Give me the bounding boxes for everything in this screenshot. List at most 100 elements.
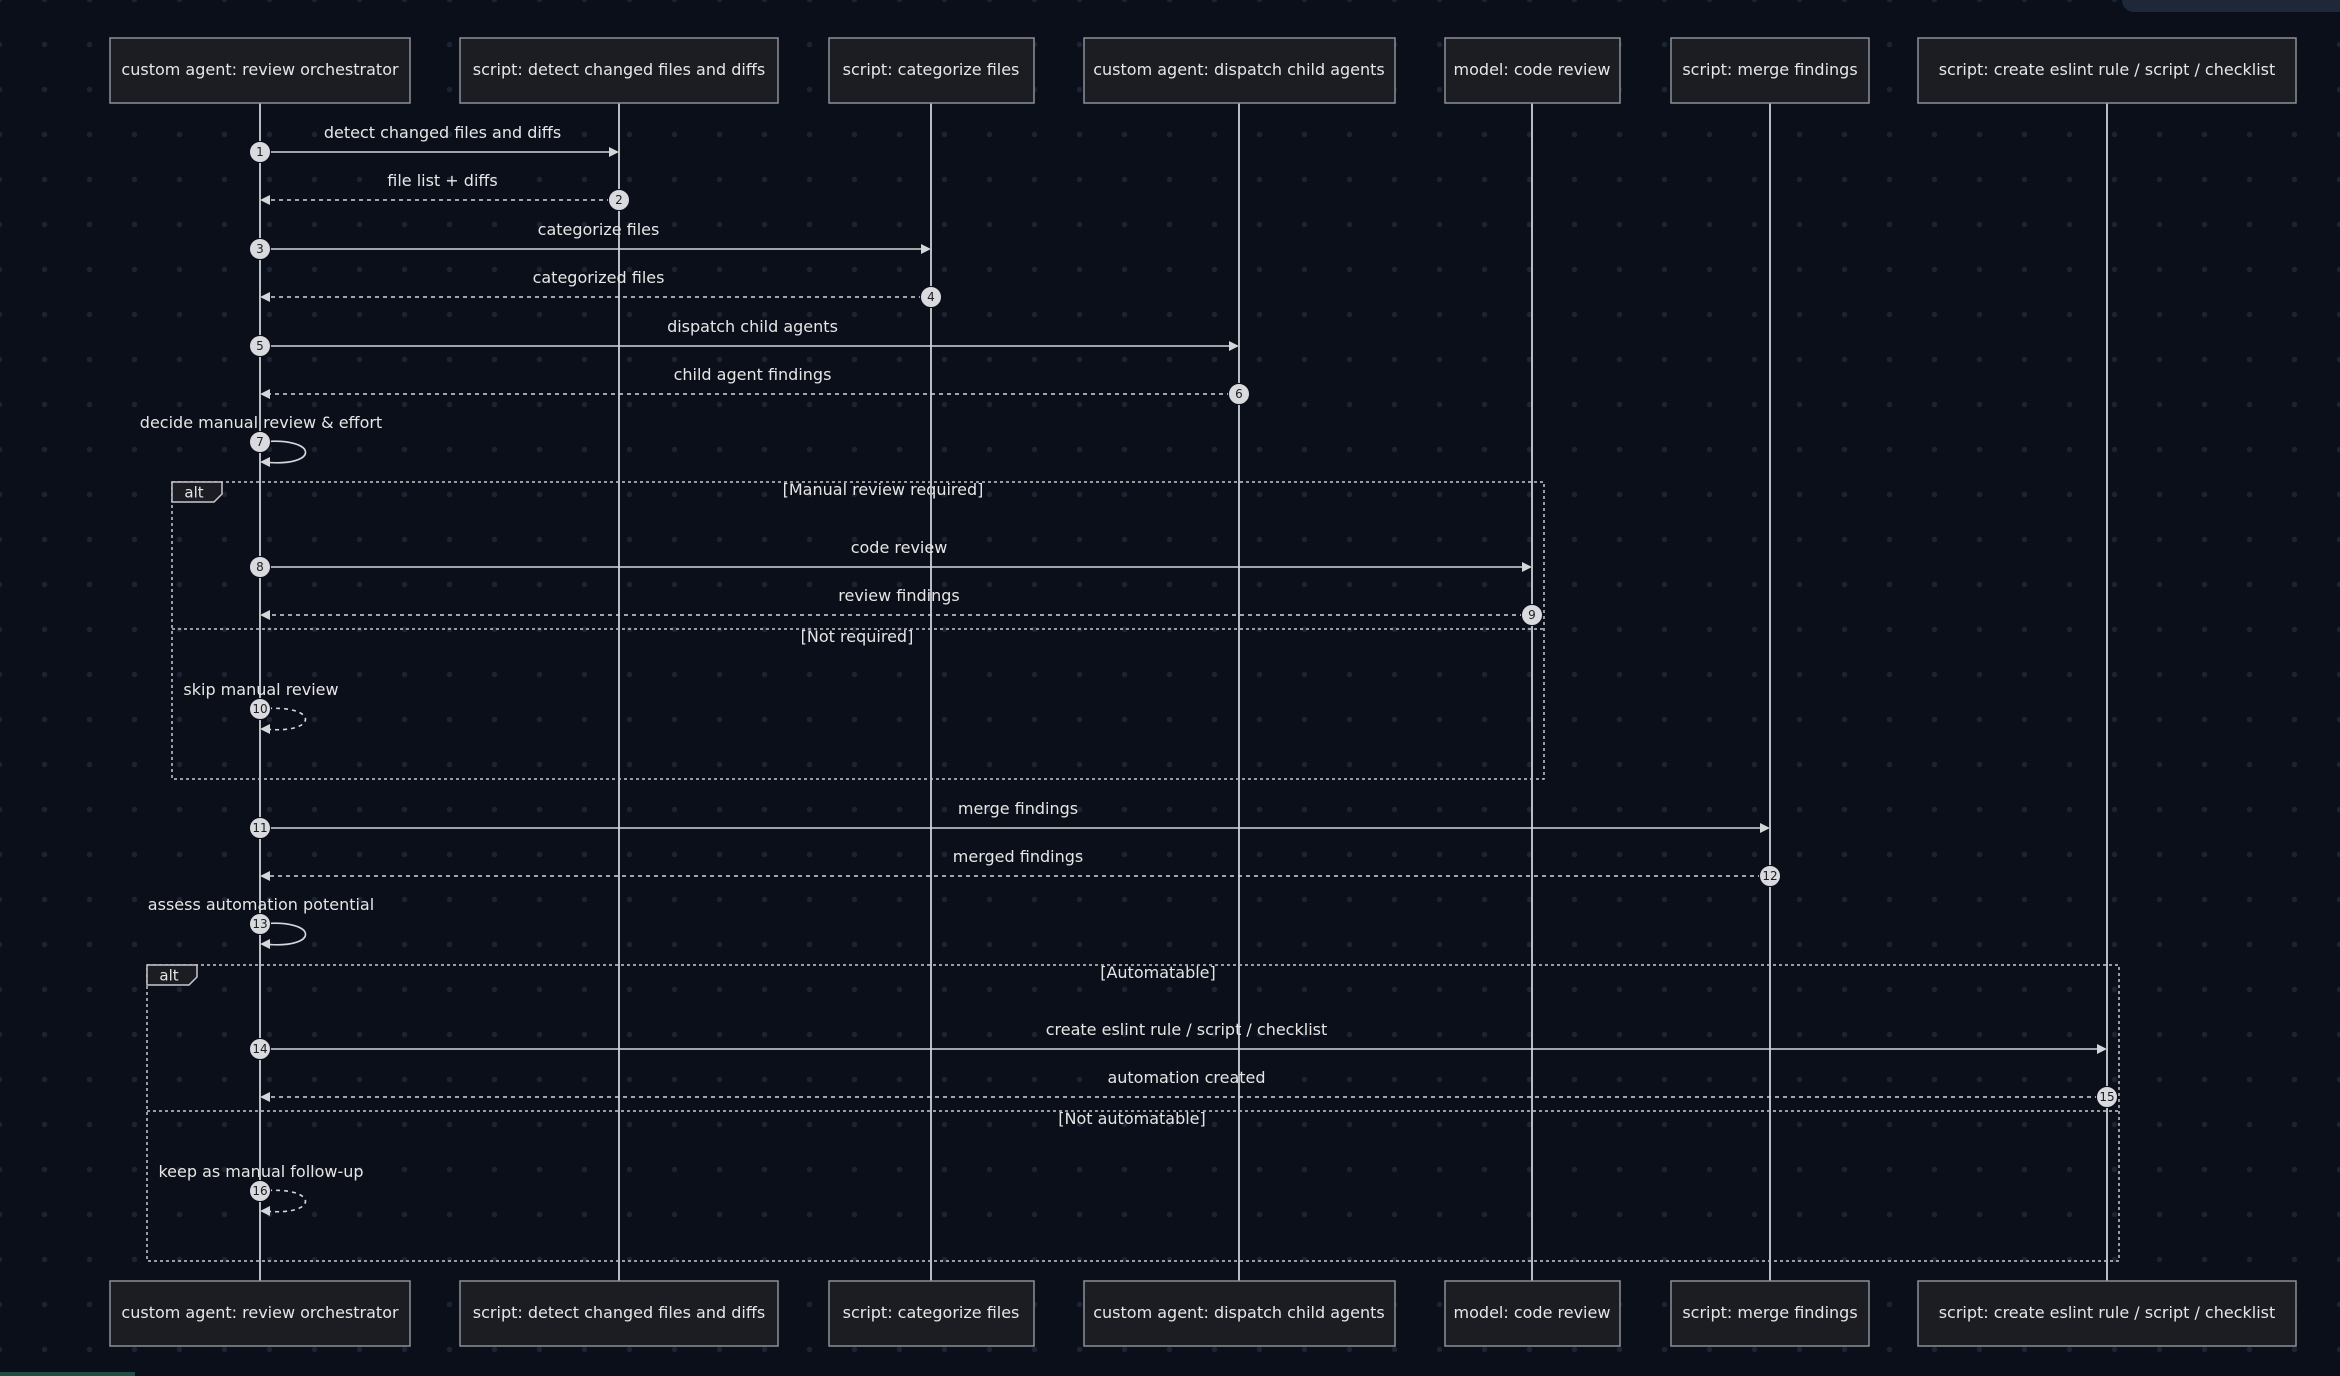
sequence-number-badge <box>249 913 271 935</box>
message-label: skip manual review <box>183 680 338 699</box>
sequence-number-badge <box>249 141 271 163</box>
self-message-line <box>259 1189 307 1213</box>
actor-box <box>1444 1280 1621 1347</box>
message-label: dispatch child agents <box>667 317 838 336</box>
actor-label: script: create eslint rule / script / ch… <box>1939 1303 2276 1322</box>
arrowhead <box>260 457 270 467</box>
actor-box <box>1917 1280 2297 1347</box>
sequence-number-badge <box>249 817 271 839</box>
message: child agent findings 6 <box>260 365 1250 405</box>
frame-condition: [Manual review required] <box>783 480 984 499</box>
arrowhead <box>260 292 270 302</box>
message: skip manual review 10 <box>183 680 339 734</box>
sequence-number: 1 <box>256 145 264 159</box>
actor-bottom: script: merge findings <box>1670 1280 1870 1347</box>
sequence-number: 16 <box>252 1184 267 1198</box>
actor-top: script: detect changed files and diffs <box>459 37 779 104</box>
arrowhead <box>260 871 270 881</box>
frame-tag-label: alt <box>159 967 178 985</box>
window-corner-tab <box>2122 0 2340 12</box>
actor-label: script: merge findings <box>1682 60 1857 79</box>
sequence-number: 9 <box>1528 608 1536 622</box>
message: merge findings 11 <box>249 799 1770 839</box>
actor-box <box>828 37 1035 104</box>
message-label: detect changed files and diffs <box>324 123 561 142</box>
message-label: categorized files <box>533 268 665 287</box>
actor-box <box>1917 37 2297 104</box>
sequence-number: 7 <box>256 435 264 449</box>
frame-tag-label: alt <box>184 484 203 502</box>
actor-box <box>459 37 779 104</box>
message-label: child agent findings <box>674 365 832 384</box>
window-corner-indicator <box>0 1372 135 1376</box>
sequence-number: 3 <box>256 242 264 256</box>
message-label: automation created <box>1107 1068 1265 1087</box>
message-label: code review <box>851 538 948 557</box>
sequence-number: 13 <box>252 917 267 931</box>
sequence-number-badge <box>1521 604 1543 626</box>
messages-layer: detect changed files and diffs 1 file list… <box>140 123 2118 1216</box>
sequence-number: 4 <box>927 290 935 304</box>
actor-top: script: categorize files <box>828 37 1035 104</box>
actor-box <box>1083 37 1396 104</box>
arrowhead <box>1760 823 1770 833</box>
frame-tag <box>146 964 198 986</box>
arrowhead <box>260 195 270 205</box>
arrowhead <box>260 1092 270 1102</box>
message: categorized files 4 <box>260 268 942 308</box>
actor-label: script: merge findings <box>1682 1303 1857 1322</box>
actor-box <box>109 1280 411 1347</box>
actor-label: custom agent: dispatch child agents <box>1093 1303 1385 1322</box>
sequence-number-badge <box>1759 865 1781 887</box>
actor-top: model: code review <box>1444 37 1621 104</box>
message-label: keep as manual follow-up <box>158 1162 363 1181</box>
sequence-number-badge <box>249 335 271 357</box>
sequence-number: 8 <box>256 560 264 574</box>
frame-condition: [Automatable] <box>1100 963 1216 982</box>
message-label: create eslint rule / script / checklist <box>1046 1020 1328 1039</box>
actor-label: model: code review <box>1454 60 1611 79</box>
sequence-number: 6 <box>1235 387 1243 401</box>
frame-condition: [Not required] <box>801 627 914 646</box>
actor-bottom: custom agent: dispatch child agents <box>1083 1280 1396 1347</box>
actor-label: custom agent: review orchestrator <box>121 60 399 79</box>
alt-frame: alt [Automatable] [Not automatable] <box>146 963 2120 1262</box>
actor-box <box>828 1280 1035 1347</box>
actor-label: custom agent: review orchestrator <box>121 1303 399 1322</box>
actors-layer: custom agent: review orchestrator custom … <box>109 37 2297 1347</box>
actor-box <box>1083 1280 1396 1347</box>
message-label: merge findings <box>958 799 1078 818</box>
arrowhead <box>2097 1044 2107 1054</box>
sequence-number: 12 <box>1762 869 1777 883</box>
self-message-line <box>259 922 307 946</box>
actor-box <box>1444 37 1621 104</box>
arrowhead <box>1522 562 1532 572</box>
actor-top: script: merge findings <box>1670 37 1870 104</box>
actor-label: script: categorize files <box>843 1303 1020 1322</box>
actor-bottom: script: create eslint rule / script / ch… <box>1917 1280 2297 1347</box>
actor-label: custom agent: dispatch child agents <box>1093 60 1385 79</box>
sequence-number-badge <box>920 286 942 308</box>
frame-border <box>171 481 1545 780</box>
actor-bottom: script: categorize files <box>828 1280 1035 1347</box>
arrowhead <box>260 724 270 734</box>
message-label: file list + diffs <box>387 171 498 190</box>
frame-condition: [Not automatable] <box>1058 1109 1206 1128</box>
message: create eslint rule / script / checklist 1… <box>249 1020 2107 1060</box>
sequence-number-badge <box>608 189 630 211</box>
self-message-line <box>259 707 307 731</box>
sequence-number: 10 <box>252 702 267 716</box>
message-label: merged findings <box>953 847 1083 866</box>
frame-tag <box>171 481 223 503</box>
sequence-number: 11 <box>252 821 267 835</box>
sequence-number: 14 <box>252 1042 267 1056</box>
frame-border <box>146 964 2120 1262</box>
actor-label: script: create eslint rule / script / ch… <box>1939 60 2276 79</box>
message-label: assess automation potential <box>148 895 374 914</box>
